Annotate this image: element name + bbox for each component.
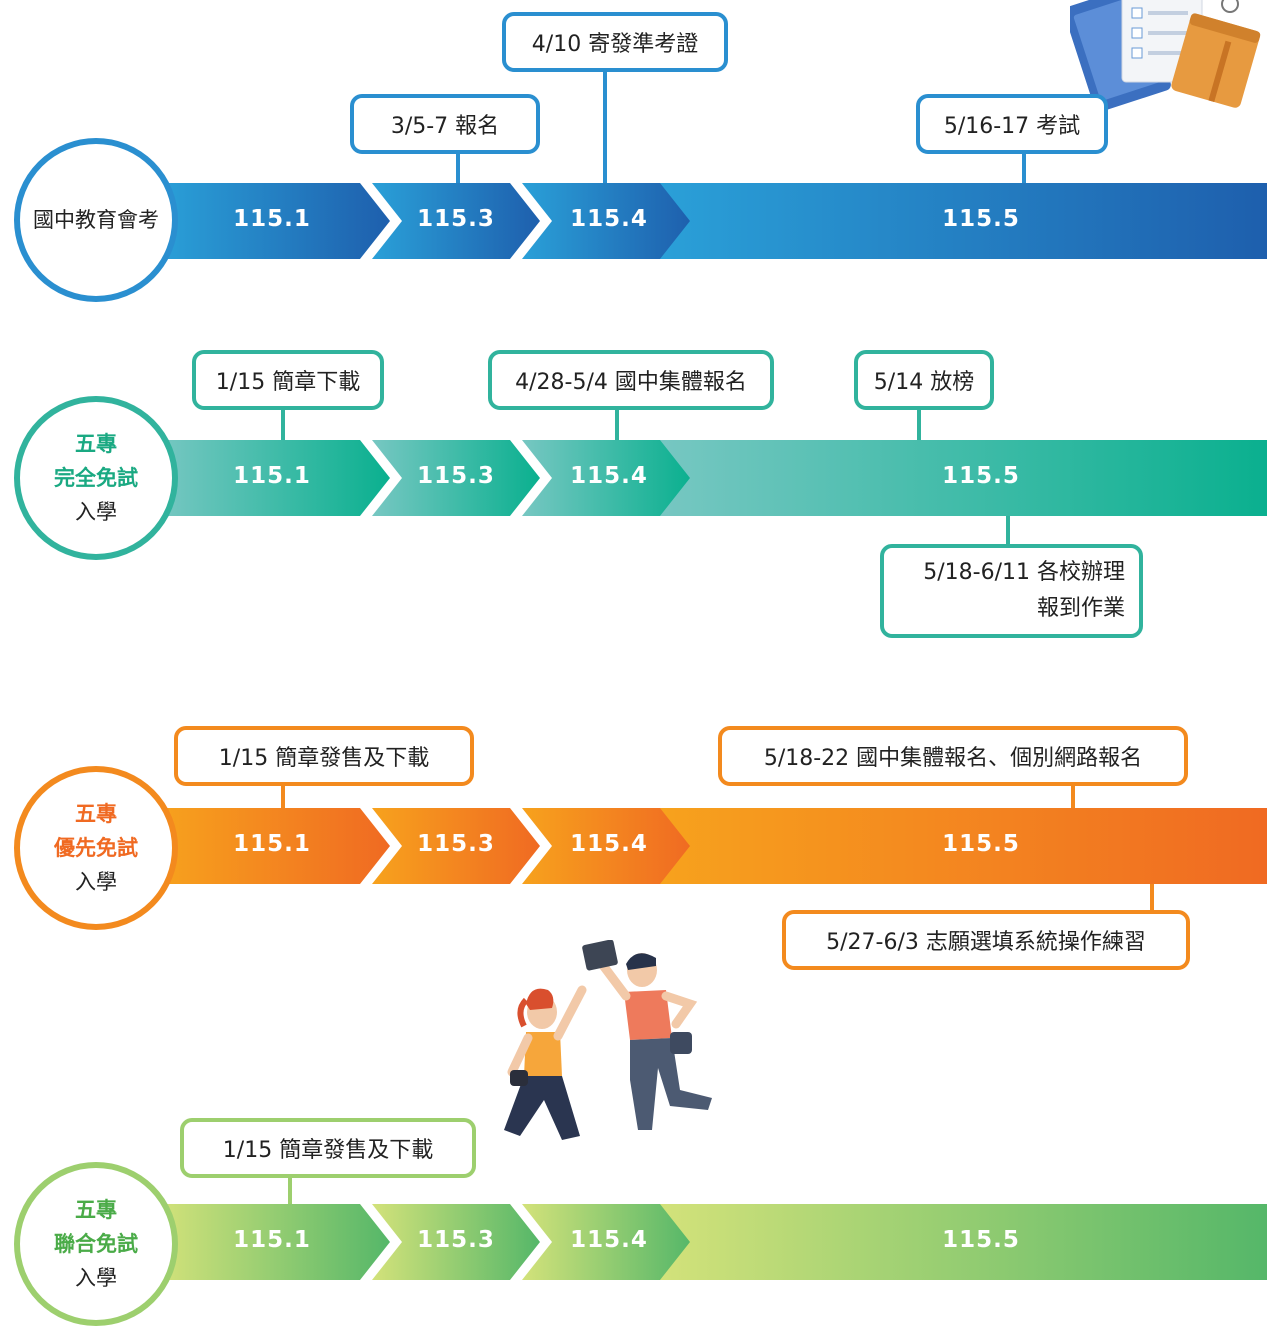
milestone-connector: [1071, 786, 1075, 808]
timeline-title: 國中教育會考: [14, 138, 178, 302]
period-segment: [522, 1204, 692, 1280]
period-segment: [372, 1204, 540, 1280]
period-label: 115.5: [942, 831, 1020, 857]
period-segment: [522, 183, 692, 259]
timeline-title-line: 優先免試: [54, 836, 138, 860]
period-segment: [522, 808, 692, 884]
milestone-connector: [281, 410, 285, 440]
period-segment: [160, 183, 390, 259]
period-segment: [160, 1204, 390, 1280]
period-label: 115.1: [233, 463, 311, 489]
period-label: 115.4: [570, 1227, 648, 1253]
timeline-title-line: 五專: [75, 802, 117, 826]
period-segment: [372, 440, 540, 516]
milestone-connector: [1150, 884, 1154, 910]
period-label: 115.3: [417, 1227, 495, 1253]
period-label: 115.1: [233, 831, 311, 857]
timeline-band: [160, 1204, 1267, 1280]
period-label: 115.4: [570, 206, 648, 232]
milestone-note: 1/15 簡章發售及下載: [180, 1118, 476, 1178]
students-illustration: [504, 940, 712, 1140]
period-label: 115.5: [942, 463, 1020, 489]
period-segment: [660, 1204, 1267, 1280]
milestone-note-line: 5/27-6/3 志願選填系統操作練習: [826, 930, 1146, 955]
milestone-note-below: 5/18-6/11 各校辦理報到作業: [880, 544, 1143, 638]
period-segment: [372, 183, 540, 259]
timeline-title-line: 五專: [75, 1198, 117, 1222]
timeline-title-line: 入學: [75, 1266, 117, 1290]
timeline-band: [160, 183, 1267, 259]
milestone-note: 5/18-22 國中集體報名、個別網路報名: [718, 726, 1188, 786]
timeline-title-line: 入學: [75, 500, 117, 524]
milestone-note: 4/28-5/4 國中集體報名: [488, 350, 774, 410]
milestone-note: 5/14 放榜: [854, 350, 994, 410]
milestone-note: 1/15 簡章發售及下載: [174, 726, 474, 786]
period-segment: [372, 808, 540, 884]
milestone-note-line: 報到作業: [1036, 596, 1125, 621]
milestone-connector: [1006, 516, 1010, 544]
timeline-title-line: 五專: [75, 432, 117, 456]
period-segment: [660, 183, 1267, 259]
timeline-title-line: 入學: [75, 870, 117, 894]
period-label: 115.3: [417, 206, 495, 232]
timeline-band: [160, 808, 1267, 884]
timeline-title: 五專完全免試入學: [14, 396, 178, 560]
timeline-title: 五專優先免試入學: [14, 766, 178, 930]
period-label: 115.4: [570, 831, 648, 857]
milestone-connector: [281, 786, 285, 808]
period-label: 115.1: [233, 1227, 311, 1253]
milestone-connector: [917, 410, 921, 440]
timeline-band: [160, 440, 1267, 516]
timeline-title-line: 聯合免試: [54, 1232, 138, 1256]
milestone-note: 3/5-7 報名: [350, 94, 540, 154]
milestone-note: 4/10 寄發準考證: [502, 12, 728, 72]
period-label: 115.3: [417, 463, 495, 489]
milestone-note-below: 5/27-6/3 志願選填系統操作練習: [782, 910, 1190, 970]
period-label: 115.5: [942, 1227, 1020, 1253]
period-segment: [160, 808, 390, 884]
timeline-title: 五專聯合免試入學: [14, 1162, 178, 1326]
period-label: 115.5: [942, 206, 1020, 232]
timeline-title-line: 完全免試: [54, 466, 138, 490]
notebook-illustration: [1070, 0, 1261, 110]
milestone-note-line: 5/18-6/11 各校辦理: [923, 560, 1125, 585]
timeline-title-line: 國中教育會考: [33, 208, 159, 232]
period-segment: [522, 440, 692, 516]
milestone-note: 5/16-17 考試: [916, 94, 1108, 154]
period-segment: [660, 808, 1267, 884]
milestone-connector: [456, 154, 460, 183]
period-label: 115.4: [570, 463, 648, 489]
period-label: 115.3: [417, 831, 495, 857]
milestone-note: 1/15 簡章下載: [192, 350, 384, 410]
period-segment: [660, 440, 1267, 516]
milestone-connector: [288, 1178, 292, 1204]
period-segment: [160, 440, 390, 516]
period-label: 115.1: [233, 206, 311, 232]
milestone-connector: [615, 410, 619, 440]
milestone-connector: [1022, 154, 1026, 183]
milestone-connector: [603, 72, 607, 183]
